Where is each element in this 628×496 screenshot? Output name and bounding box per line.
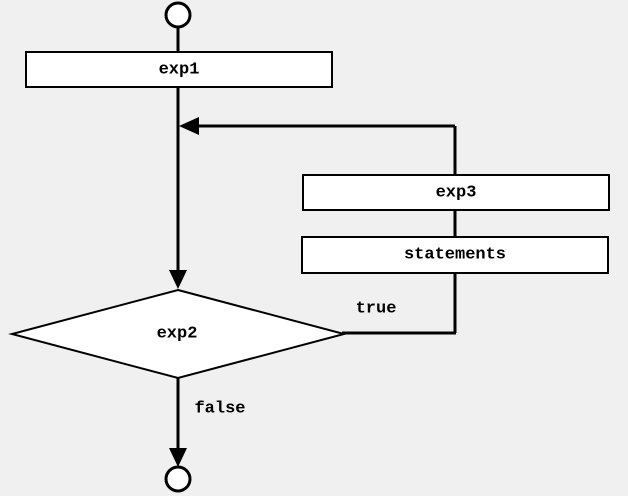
false-label: false (194, 400, 245, 419)
end-terminal (164, 465, 192, 493)
arrowhead-loop-back (179, 117, 199, 135)
statements-label: statements (404, 246, 506, 265)
exp1-label: exp1 (159, 61, 200, 80)
exp3-label: exp3 (436, 184, 477, 203)
true-label: true (356, 300, 397, 319)
start-terminal (164, 1, 192, 29)
exp2-label: exp2 (157, 325, 198, 344)
statements-box (301, 236, 609, 274)
arrowhead-into-exp2 (169, 270, 187, 289)
arrowhead-into-end (169, 448, 187, 467)
